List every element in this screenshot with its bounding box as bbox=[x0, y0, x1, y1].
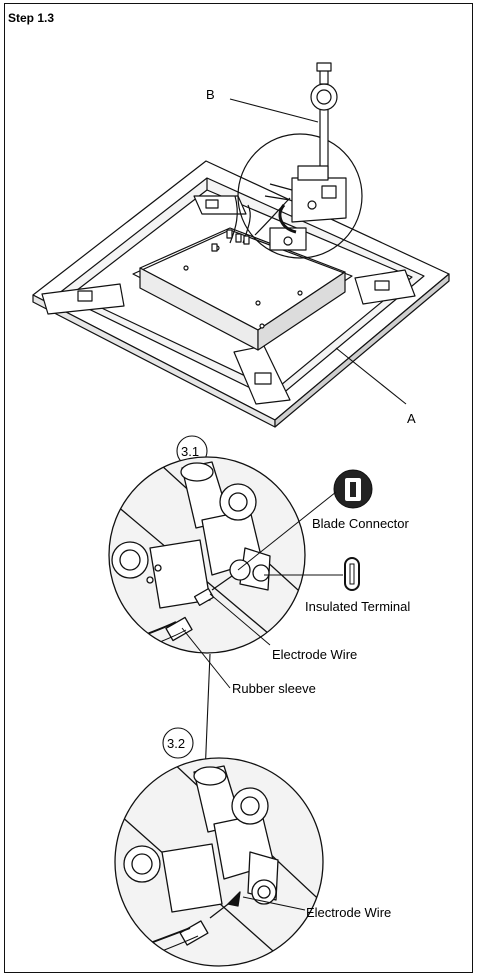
base-frame-drawing bbox=[32, 160, 450, 428]
electrode-wire-label-2: Electrode Wire bbox=[306, 905, 391, 920]
detail-2-circle bbox=[114, 757, 324, 967]
valve-assembly-drawing bbox=[264, 62, 347, 251]
detail-2-badge-label: 3.2 bbox=[167, 736, 185, 751]
leader-electrode-wire-1 bbox=[209, 593, 271, 646]
overview-magnifier bbox=[237, 133, 363, 259]
detail-1-circle bbox=[108, 456, 306, 654]
step-title: Step 1.3 bbox=[8, 11, 55, 25]
blade-connector-label: Blade Connector bbox=[312, 516, 410, 531]
leader-rubber-sleeve bbox=[181, 627, 231, 689]
leader-blade-connector bbox=[237, 491, 337, 571]
page-frame bbox=[4, 3, 473, 973]
insulated-terminal-label: Insulated Terminal bbox=[305, 599, 410, 614]
insulated-terminal-icon bbox=[344, 557, 360, 591]
detail-1-badge-label: 3.1 bbox=[181, 444, 199, 459]
blade-connector-icon bbox=[333, 469, 373, 509]
detail-1-drawing bbox=[109, 457, 305, 653]
detail-2-badge: 3.2 bbox=[162, 727, 194, 759]
electrode-wire-label-1: Electrode Wire bbox=[272, 647, 357, 662]
rubber-sleeve-label: Rubber sleeve bbox=[232, 681, 316, 696]
leader-b bbox=[229, 98, 319, 123]
label-a: A bbox=[407, 411, 416, 426]
detail-2-drawing bbox=[115, 758, 323, 966]
label-b: B bbox=[206, 87, 215, 102]
leader-a bbox=[335, 347, 407, 405]
leader-electrode-wire-2 bbox=[242, 896, 306, 911]
